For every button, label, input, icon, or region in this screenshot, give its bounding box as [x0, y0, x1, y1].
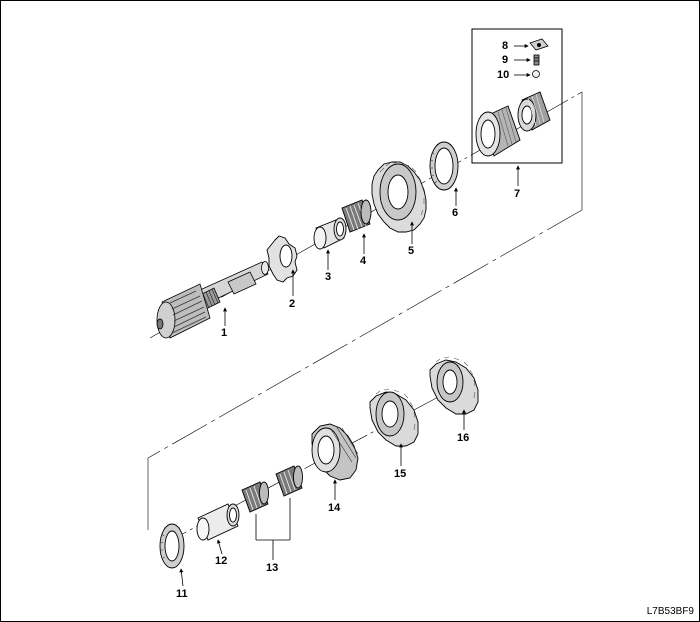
synchro-hub: [517, 91, 551, 132]
callout-13: 13: [266, 562, 279, 574]
callout-8: 8: [502, 40, 509, 52]
callout-2: 2: [289, 298, 296, 310]
gear-16: [429, 356, 479, 415]
callout-1: 1: [221, 327, 228, 339]
callout-9: 9: [502, 54, 509, 66]
gear-15: [369, 388, 419, 447]
sleeve-bushing: [196, 503, 240, 541]
callout-12: 12: [215, 555, 228, 567]
synchro-sleeve: [475, 105, 521, 157]
kit-box: [471, 28, 563, 164]
axis-lines: [147, 91, 583, 547]
synchro-key: [529, 38, 549, 51]
callout-3: 3: [325, 271, 332, 283]
callout-6: 6: [452, 207, 459, 219]
large-gear: [371, 161, 427, 233]
needle-bearing-a: [241, 481, 269, 513]
synchro-ring: [429, 141, 459, 191]
spring: [533, 54, 540, 66]
cone-gear: [311, 423, 359, 481]
bushing: [313, 217, 347, 250]
callout-4: 4: [360, 255, 367, 267]
callout-7: 7: [514, 188, 521, 200]
needle-bearing-b: [275, 465, 303, 497]
callout-16: 16: [457, 432, 470, 444]
callout-11: 11: [176, 588, 188, 600]
needle-bearing: [341, 199, 372, 233]
lower-synchro-ring: [159, 523, 185, 569]
callout-14: 14: [328, 502, 341, 514]
callout-10: 10: [497, 69, 510, 81]
callout-5: 5: [408, 245, 415, 257]
callout-15: 15: [394, 468, 407, 480]
figure-code: L7B53BF9: [646, 606, 694, 617]
thrust-washer: [266, 235, 298, 283]
ball: [532, 70, 540, 78]
leader-arrows: [179, 44, 531, 587]
pinion-shaft: [156, 261, 269, 339]
